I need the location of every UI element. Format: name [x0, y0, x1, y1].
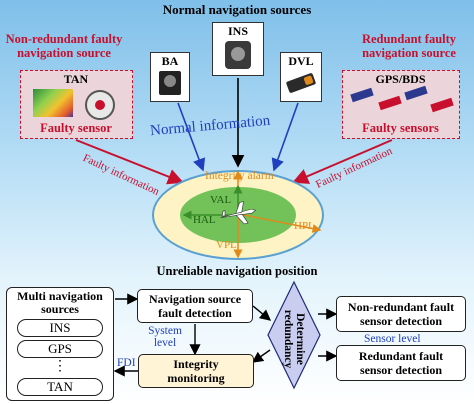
arrow-ba-to-position: [177, 102, 206, 172]
val-label: VAL: [210, 194, 232, 206]
system-level-line-1: System: [148, 325, 182, 337]
multi-navigation-sources-box: Multi navigation sources INS GPS ⋮ TAN: [6, 287, 114, 401]
multi-sources-line-2: sources: [41, 302, 79, 316]
fault-detection-line-1: Navigation source: [148, 292, 242, 306]
source-list-ellipsis: ⋮: [53, 359, 67, 374]
determine-redundancy-line-2: redundancy: [282, 309, 294, 369]
source-list-item: GPS: [17, 340, 103, 358]
redundant-detection-box: Redundant fault sensor detection: [336, 345, 466, 381]
arrow-dvl-to-position: [271, 102, 299, 172]
system-level-label: System level: [140, 325, 190, 349]
navigation-fault-detection-box: Navigation source fault detection: [137, 289, 253, 323]
arrow-detection-to-diamond: [252, 305, 272, 321]
redundant-detection-label: Redundant fault sensor detection: [337, 349, 465, 377]
satellite-icon: [378, 95, 402, 111]
redundant-title-line-2: navigation source: [362, 46, 456, 60]
satellite-icon: [404, 85, 428, 101]
unreliable-position-label: Unreliable navigation position: [156, 264, 318, 278]
integrity-alarm-label: Integrity alarm: [205, 170, 274, 182]
non-redundant-source-title: Non-redundant faulty navigation source: [4, 32, 124, 60]
dvl-label: DVL: [288, 54, 314, 68]
arrow-gps-faulty: [292, 139, 393, 184]
dvl-device-icon: [285, 72, 317, 94]
determine-redundancy-label: Determine redundancy: [282, 293, 306, 385]
redundant-title-line-1: Redundant faulty: [361, 32, 457, 46]
hal-label: HAL: [193, 214, 216, 226]
non-redundant-detection-box: Non-redundant fault sensor detection: [336, 296, 466, 332]
integrity-monitoring-line-1: Integrity: [173, 357, 219, 371]
multi-sources-title: Multi navigation sources: [7, 290, 113, 316]
arrow-monitoring-to-diamond: [251, 349, 271, 363]
altimeter-gauge-icon: [85, 90, 115, 120]
barometer-device-icon: [159, 71, 181, 95]
system-level-line-2: level: [153, 337, 177, 349]
fault-detection-line-2: fault detection: [158, 306, 232, 320]
multi-sources-line-1: Multi navigation: [17, 289, 103, 303]
satellite-icon: [430, 97, 454, 113]
tan-label: TAN: [63, 72, 89, 86]
source-list-item: INS: [17, 319, 103, 337]
dvl-sensor-box: DVL: [280, 52, 322, 102]
faulty-sensors-label: Faulty sensors: [362, 121, 439, 135]
integrity-monitoring-line-2: monitoring: [167, 371, 225, 385]
satellite-icon: [350, 87, 374, 103]
ba-label: BA: [161, 54, 179, 68]
sensor-level-label: Sensor level: [364, 333, 421, 345]
dvl-device-accent: [303, 75, 314, 86]
non-redundant-detection-label: Non-redundant fault sensor detection: [337, 300, 465, 328]
ins-label: INS: [227, 24, 248, 38]
terrain-map-image: [33, 89, 73, 117]
non-redundant-detection-line-1: Non-redundant fault: [347, 300, 455, 314]
source-list-item-label: GPS: [48, 341, 72, 356]
ins-device-icon: [225, 41, 251, 69]
tan-faulty-box: TAN Faulty sensor: [20, 70, 133, 139]
hpl-arrow: [243, 214, 322, 233]
gps-bds-faulty-box: GPS/BDS Faulty sensors: [342, 70, 460, 139]
normal-sources-title: Normal navigation sources: [162, 2, 312, 17]
non-redundant-detection-line-2: sensor detection: [359, 314, 443, 328]
source-list-item: TAN: [17, 378, 103, 396]
fdi-label: FDI: [117, 357, 136, 369]
hpl-label: HPL: [294, 220, 315, 232]
integrity-monitoring-label: Integrity monitoring: [139, 357, 253, 385]
faulty-sensor-label: Faulty sensor: [40, 121, 112, 135]
gps-bds-label: GPS/BDS: [375, 72, 426, 86]
fault-detection-label: Navigation source fault detection: [138, 292, 252, 320]
redundant-detection-line-2: sensor detection: [359, 363, 443, 377]
ba-sensor-box: BA: [150, 52, 190, 102]
redundant-detection-line-1: Redundant fault: [358, 349, 444, 363]
source-list-item-label: TAN: [47, 379, 73, 394]
ins-sensor-box: INS: [212, 22, 264, 76]
source-list-item-label: INS: [49, 320, 71, 335]
non-redundant-title-line-1: Non-redundant faulty: [5, 32, 123, 46]
arrow-tan-faulty: [75, 139, 184, 185]
determine-redundancy-diamond: [267, 280, 321, 390]
integrity-monitoring-box: Integrity monitoring: [138, 354, 254, 388]
barometer-dial: [164, 75, 176, 87]
redundant-source-title: Redundant faulty navigation source: [348, 32, 470, 60]
ins-gyro-dial: [231, 47, 245, 61]
vpl-label: VPL: [216, 239, 237, 251]
airplane-icon: [220, 201, 257, 225]
gauge-needle-dot: [95, 100, 105, 110]
determine-redundancy-line-1: Determine: [294, 313, 306, 365]
non-redundant-title-line-2: navigation source: [17, 46, 111, 60]
